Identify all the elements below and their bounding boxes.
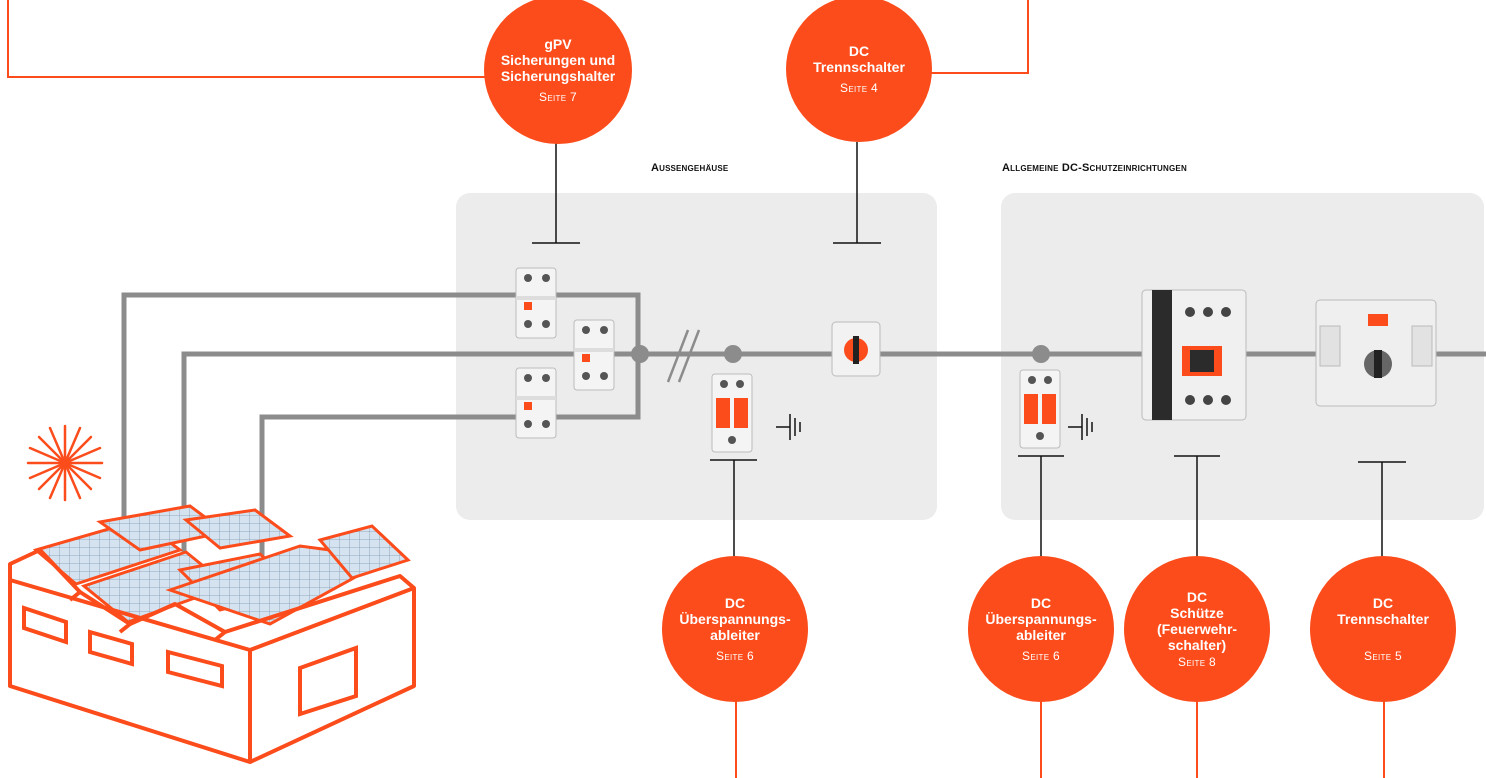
callout-spd-left[interactable]: DC Überspannungs- ableiter Seite 6 <box>662 556 808 702</box>
callout-dc-disconnector-right-page: Seite 5 <box>1364 649 1402 663</box>
section-title-outdoor: Außengehäuse <box>651 162 729 174</box>
callout-spd-right-title: DC Überspannungs- ableiter <box>985 595 1097 643</box>
callout-fuses-page: Seite 7 <box>539 90 577 104</box>
callout-spd-right-page: Seite 6 <box>1022 649 1060 663</box>
callout-dc-disconnector-top-title: DC Trennschalter <box>813 43 905 75</box>
callout-fuses-title: gPV Sicherungen und Sicherungshalter <box>500 36 616 84</box>
switch-disconnector-icon <box>1315 299 1437 407</box>
building-icon <box>8 504 416 764</box>
callout-dc-disconnector-top[interactable]: DC Trennschalter Seite 4 <box>786 0 932 142</box>
solar-panel-icon <box>32 504 411 626</box>
callout-spd-left-page: Seite 6 <box>716 649 754 663</box>
surge-arrester-icon <box>1019 369 1061 449</box>
callout-contactor[interactable]: DC Schütze (Feuerwehr- schalter) Seite 8 <box>1124 556 1270 702</box>
callout-contactor-title: DC Schütze (Feuerwehr- schalter) <box>1156 589 1238 653</box>
rotary-disconnector-icon <box>831 321 881 377</box>
callout-dc-disconnector-right-title: DC Trennschalter <box>1337 595 1429 627</box>
callout-spd-right[interactable]: DC Überspannungs- ableiter Seite 6 <box>968 556 1114 702</box>
callout-fuses[interactable]: gPV Sicherungen und Sicherungshalter Sei… <box>484 0 632 144</box>
callout-dc-disconnector-top-page: Seite 4 <box>840 81 878 95</box>
fuse-holder-icon <box>515 267 557 339</box>
ground-symbol-icon <box>776 414 801 440</box>
section-title-general: Allgemeine DC-Schutzeinrichtungen <box>1002 162 1187 174</box>
callout-dc-disconnector-right[interactable]: DC Trennschalter Seite 5 <box>1310 556 1456 702</box>
surge-arrester-icon <box>711 373 753 453</box>
fuse-holder-icon <box>515 367 557 439</box>
contactor-icon <box>1141 289 1247 421</box>
sun-icon <box>26 424 104 502</box>
callout-spd-left-title: DC Überspannungs- ableiter <box>679 595 791 643</box>
fuse-holder-icon <box>573 319 615 391</box>
callout-contactor-page: Seite 8 <box>1178 655 1216 669</box>
ground-symbol-icon <box>1068 414 1093 440</box>
